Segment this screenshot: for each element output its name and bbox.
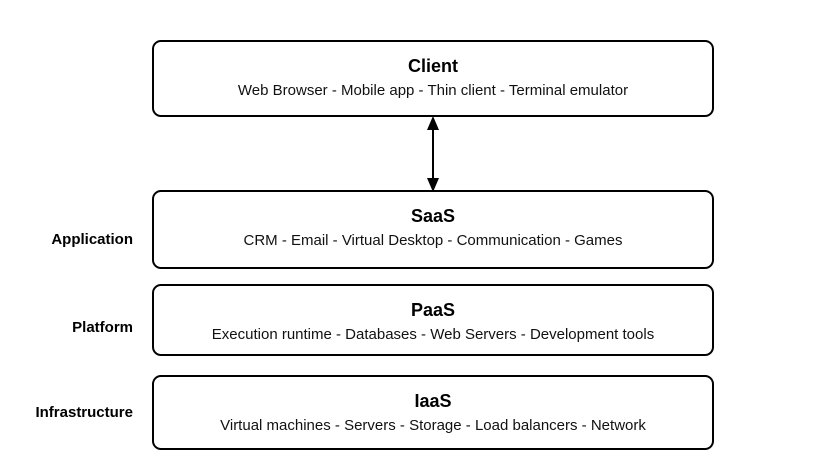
client-box: Client Web Browser - Mobile app - Thin c… [152, 40, 714, 117]
layer-label-infrastructure: Infrastructure [35, 404, 133, 421]
layer-label-platform: Platform [72, 319, 133, 336]
saas-box-title: SaaS [410, 206, 456, 226]
iaas-box-title: IaaS [414, 391, 452, 411]
client-box-subtitle: Web Browser - Mobile app - Thin client -… [237, 82, 629, 99]
client-box-title: Client [407, 56, 458, 76]
iaas-box-subtitle: Virtual machines - Servers - Storage - L… [220, 417, 646, 434]
saas-box: SaaS CRM - Email - Virtual Desktop - Com… [152, 190, 714, 269]
double-arrow-icon [427, 116, 439, 192]
iaas-box: IaaS Virtual machines - Servers - Storag… [152, 375, 714, 450]
saas-box-subtitle: CRM - Email - Virtual Desktop - Communic… [243, 232, 623, 249]
layer-label-application: Application [51, 231, 133, 248]
paas-box-subtitle: Execution runtime - Databases - Web Serv… [211, 326, 655, 343]
paas-box: PaaS Execution runtime - Databases - Web… [152, 284, 714, 356]
paas-box-title: PaaS [410, 300, 456, 320]
